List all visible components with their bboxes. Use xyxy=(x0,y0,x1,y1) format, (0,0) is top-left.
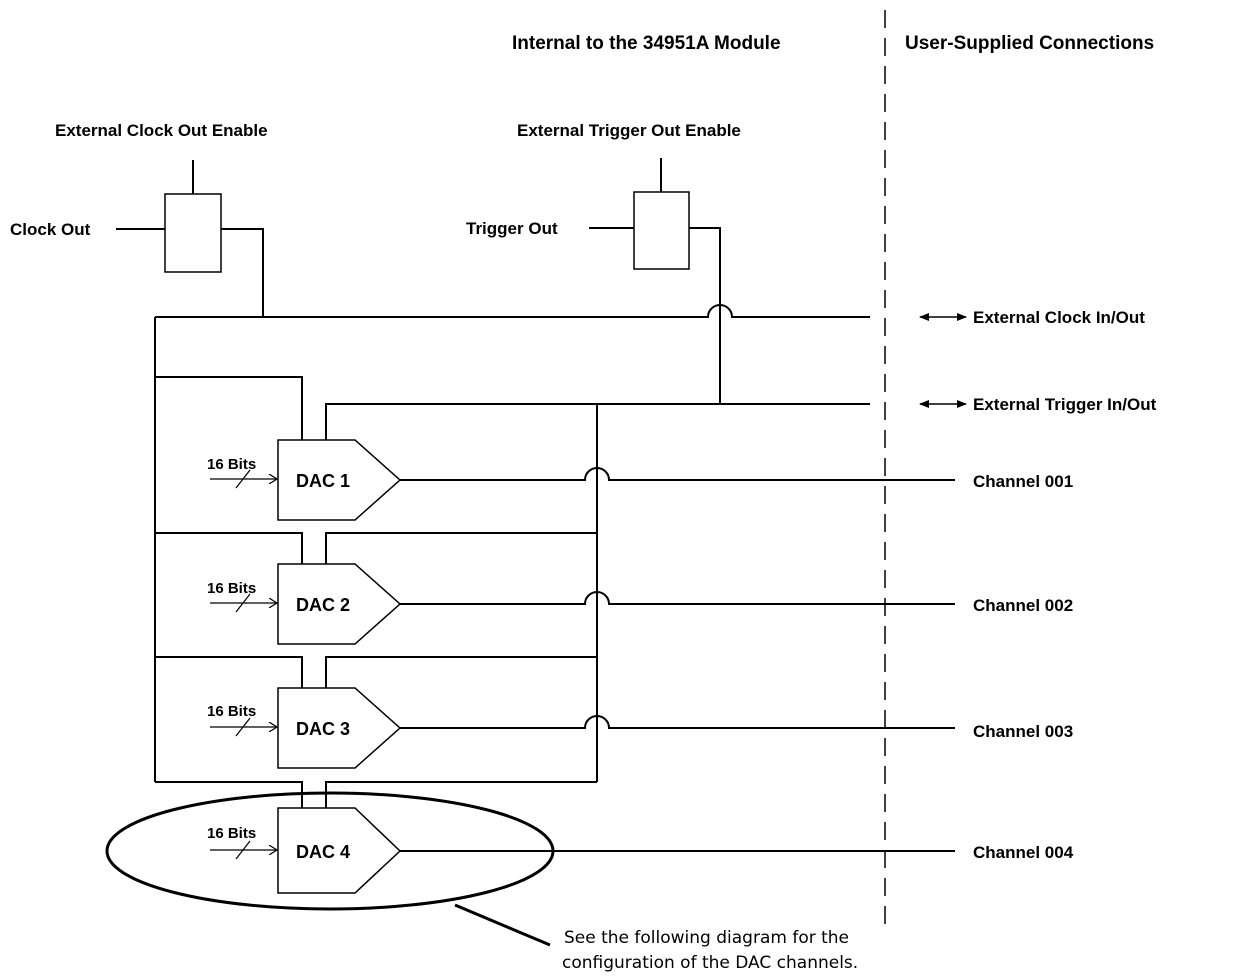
dac-block xyxy=(277,687,402,769)
external-trigger-io-label: External Trigger In/Out xyxy=(973,395,1157,414)
clock-bus xyxy=(155,304,870,318)
clock-out-label: Clock Out xyxy=(10,220,91,239)
dac-block xyxy=(277,563,402,645)
trigger-enable-label: External Trigger Out Enable xyxy=(517,121,741,140)
trigger-bus xyxy=(325,403,870,440)
dac-output-line xyxy=(400,715,955,729)
note-line-1: See the following diagram for the xyxy=(564,928,849,948)
dac-output-line xyxy=(400,591,955,605)
channel-label: Channel 002 xyxy=(973,596,1073,615)
trigger-out-label: Trigger Out xyxy=(466,219,558,238)
user-section-header: User-Supplied Connections xyxy=(905,33,1154,54)
dac-label: DAC 1 xyxy=(296,471,350,491)
trigger-out-enable-gate xyxy=(633,191,690,270)
dac-label: DAC 4 xyxy=(296,842,350,862)
dac-bits-label: 16 Bits xyxy=(207,703,256,720)
dac-bits-label: 16 Bits xyxy=(207,825,256,842)
internal-section-header: Internal to the 34951A Module xyxy=(512,33,781,54)
dac-label: DAC 3 xyxy=(296,719,350,739)
channel-label: Channel 004 xyxy=(973,843,1074,862)
clock-enable-label: External Clock Out Enable xyxy=(55,121,268,140)
clock-out-enable-gate xyxy=(164,193,222,273)
callout-leader-line xyxy=(454,903,551,947)
dac-bits-label: 16 Bits xyxy=(207,456,256,473)
channel-label: Channel 003 xyxy=(973,722,1073,741)
dac4-highlight-ellipse xyxy=(105,791,555,911)
dac-label: DAC 2 xyxy=(296,595,350,615)
dac-output-line xyxy=(400,467,955,481)
dac-bits-label: 16 Bits xyxy=(207,580,256,597)
note-line-2: configuration of the DAC channels. xyxy=(562,953,858,973)
dac-block xyxy=(277,807,402,894)
channel-label: Channel 001 xyxy=(973,472,1073,491)
external-clock-io-label: External Clock In/Out xyxy=(973,308,1145,327)
dac-block xyxy=(277,439,402,521)
